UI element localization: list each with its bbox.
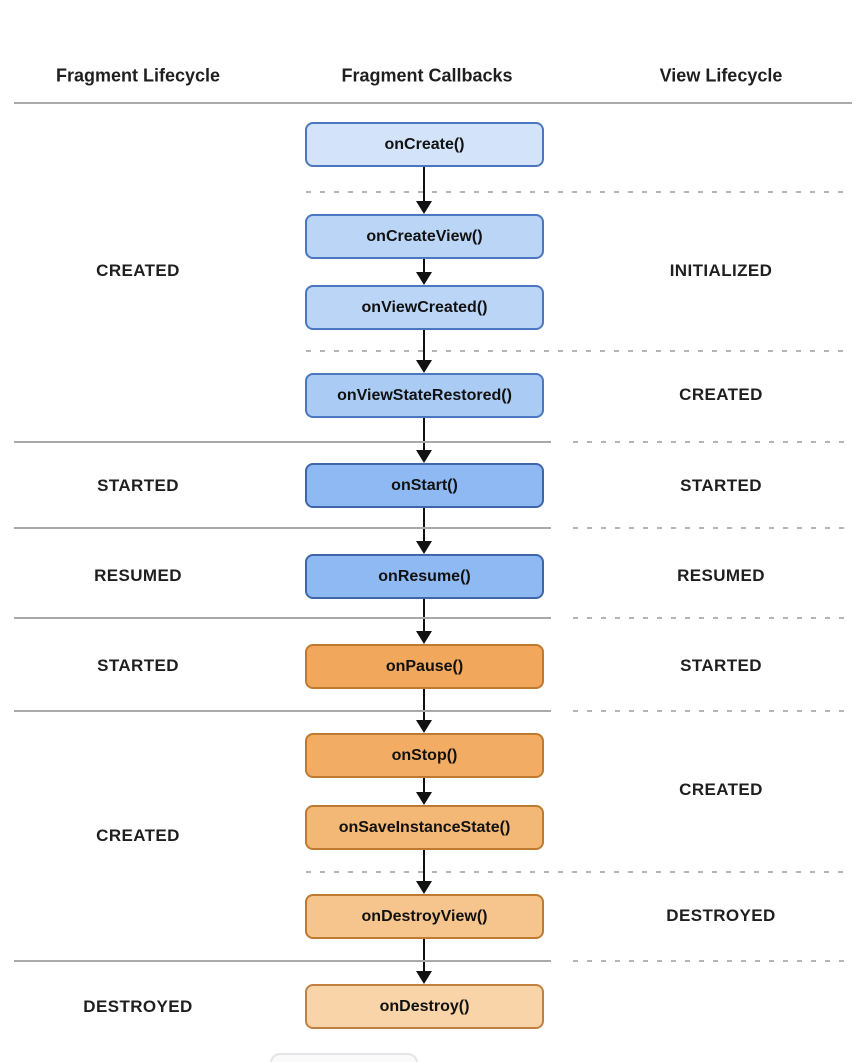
fragment-state-created: CREATED [96, 261, 180, 280]
flow-arrow-down-icon [416, 201, 432, 214]
flow-arrow-down-icon [416, 450, 432, 463]
flow-arrow-stem [423, 259, 425, 273]
flow-arrow-down-icon [416, 792, 432, 805]
partially-visible-button[interactable] [270, 1053, 418, 1062]
section-divider-dashed [573, 960, 844, 962]
flow-arrow-down-icon [416, 360, 432, 373]
fragment-state-created-2: CREATED [96, 826, 180, 845]
callback-box-oncreateview: onCreateView() [305, 214, 544, 259]
fragment-state-started: STARTED [97, 476, 179, 495]
view-transition-divider-dashed [306, 871, 846, 873]
callback-box-onstart: onStart() [305, 463, 544, 508]
flow-arrow-down-icon [416, 881, 432, 894]
callback-box-onresume: onResume() [305, 554, 544, 599]
section-divider-solid [14, 527, 551, 529]
flow-arrow-stem [423, 850, 425, 882]
view-state-created-2: CREATED [679, 780, 763, 799]
flow-arrow-stem [423, 167, 425, 202]
view-state-created: CREATED [679, 385, 763, 404]
view-state-resumed: RESUMED [677, 566, 765, 585]
view-transition-divider-dashed [306, 350, 846, 352]
section-divider-dashed [573, 441, 844, 443]
flow-arrow-stem [423, 939, 425, 972]
fragment-state-resumed: RESUMED [94, 566, 182, 585]
flow-arrow-stem [423, 508, 425, 542]
section-divider-solid [14, 441, 551, 443]
header-divider [14, 102, 852, 104]
callback-box-ondestroy: onDestroy() [305, 984, 544, 1029]
callback-box-onviewstaterestored: onViewStateRestored() [305, 373, 544, 418]
flow-arrow-down-icon [416, 541, 432, 554]
flow-arrow-down-icon [416, 631, 432, 644]
flow-arrow-stem [423, 689, 425, 721]
section-divider-dashed [573, 710, 844, 712]
callback-box-onstop: onStop() [305, 733, 544, 778]
section-divider-solid [14, 710, 551, 712]
fragment-state-started-2: STARTED [97, 656, 179, 675]
fragment-state-destroyed: DESTROYED [83, 997, 193, 1016]
view-state-initialized: INITIALIZED [669, 261, 773, 280]
flow-arrow-down-icon [416, 971, 432, 984]
view-state-started: STARTED [680, 476, 762, 495]
flow-arrow-stem [423, 330, 425, 361]
section-divider-solid [14, 617, 551, 619]
callback-box-onpause: onPause() [305, 644, 544, 689]
column-header-view-lifecycle: View Lifecycle [659, 65, 783, 86]
callback-box-onviewcreated: onViewCreated() [305, 285, 544, 330]
flow-arrow-stem [423, 778, 425, 793]
section-divider-dashed [573, 527, 844, 529]
section-divider-solid [14, 960, 551, 962]
column-header-fragment-callbacks: Fragment Callbacks [341, 65, 513, 86]
callback-box-onsaveinstancestate: onSaveInstanceState() [305, 805, 544, 850]
callback-box-oncreate: onCreate() [305, 122, 544, 167]
view-transition-divider-dashed [306, 191, 846, 193]
section-divider-dashed [573, 617, 844, 619]
view-state-destroyed: DESTROYED [666, 906, 776, 925]
flow-arrow-stem [423, 599, 425, 632]
flow-arrow-down-icon [416, 720, 432, 733]
flow-arrow-stem [423, 418, 425, 451]
column-header-fragment-lifecycle: Fragment Lifecycle [55, 65, 221, 86]
callback-box-ondestroyview: onDestroyView() [305, 894, 544, 939]
view-state-started-2: STARTED [680, 656, 762, 675]
flow-arrow-down-icon [416, 272, 432, 285]
